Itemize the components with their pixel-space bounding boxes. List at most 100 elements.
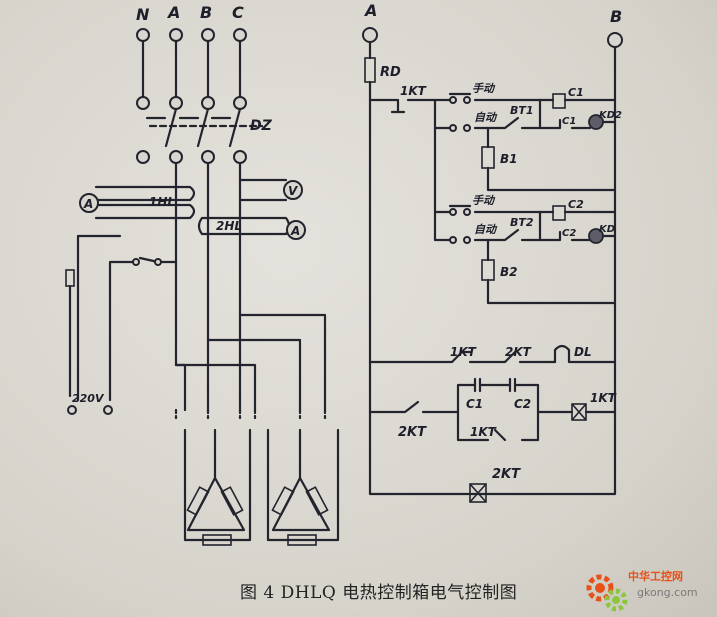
label-bt2: BT2 bbox=[510, 216, 534, 229]
voltmeter bbox=[283, 180, 303, 200]
hl2-bus-loop bbox=[197, 216, 291, 236]
switch-contact-a bbox=[132, 258, 140, 266]
label-b1: B1 bbox=[500, 152, 518, 166]
ammeter-2-label: A bbox=[290, 224, 300, 238]
label-2hl: 2HL bbox=[216, 219, 242, 233]
label-1hl: 1HL bbox=[149, 195, 175, 209]
kt1-coil-cross bbox=[571, 403, 587, 421]
label-a: A bbox=[166, 3, 180, 22]
label-rd: RD bbox=[380, 65, 401, 80]
control-rails bbox=[368, 40, 617, 496]
breaker-b-top bbox=[201, 96, 215, 110]
phase-feed-lines bbox=[174, 161, 242, 367]
switch-contact-b bbox=[154, 258, 162, 266]
terminal-ctrl-a bbox=[362, 27, 378, 43]
timer-row-wire bbox=[368, 350, 617, 364]
label-kt1-coil: 1KT bbox=[590, 391, 617, 405]
heater-1-element-b bbox=[220, 486, 244, 516]
label-c2-coil: C2 bbox=[568, 198, 584, 211]
voltmeter-leads bbox=[238, 178, 288, 202]
auto1-contact-a bbox=[449, 124, 457, 132]
breaker-n-bottom bbox=[136, 150, 150, 164]
label-auto2: 自动 bbox=[474, 223, 498, 236]
manual1-contact-b bbox=[463, 96, 471, 104]
heater-2-element-c bbox=[287, 534, 317, 546]
terminal-220v-1 bbox=[67, 405, 77, 415]
heater-1-element-a bbox=[186, 486, 210, 516]
c2-contact bbox=[538, 230, 592, 242]
figure-caption: 图 4 DHLQ 电热控制箱电气控制图 bbox=[240, 583, 518, 603]
terminal-b-top bbox=[201, 28, 215, 42]
terminal-break bbox=[174, 408, 327, 420]
c2-coil bbox=[552, 205, 566, 221]
ammeter-1 bbox=[79, 193, 99, 213]
label-kd: KD bbox=[599, 224, 615, 235]
manual2-contact-a bbox=[449, 208, 457, 216]
heater-1-connections bbox=[183, 428, 252, 542]
ammeter-2 bbox=[286, 220, 306, 240]
label-manual2: 手动 bbox=[472, 194, 496, 207]
auto1-contact-b bbox=[463, 124, 471, 132]
terminal-ctrl-b bbox=[607, 32, 623, 48]
dl-bell bbox=[553, 344, 571, 364]
label-row-2kt: 2KT bbox=[505, 345, 532, 359]
manual2-contact-b bbox=[463, 208, 471, 216]
heater-feed-2 bbox=[174, 313, 327, 412]
switch-220v bbox=[108, 256, 178, 402]
group2-branch bbox=[433, 126, 542, 242]
incoming-lines bbox=[141, 39, 242, 98]
terminal-n-top bbox=[136, 28, 150, 42]
heater-1-element-c bbox=[202, 534, 232, 546]
c1-contact bbox=[538, 118, 592, 130]
label-c: C bbox=[232, 3, 244, 22]
label-b: B bbox=[200, 3, 212, 22]
b2-coil bbox=[481, 259, 495, 281]
voltmeter-label: V bbox=[288, 184, 299, 198]
label-c1-contact: C1 bbox=[562, 116, 576, 127]
kt1-contact bbox=[368, 98, 437, 114]
terminal-220v-2 bbox=[103, 405, 113, 415]
label-c2b: C2 bbox=[514, 397, 531, 411]
label-c2-contact: C2 bbox=[562, 228, 576, 239]
label-auto1: 自动 bbox=[474, 111, 498, 124]
label-row-1kt: 1KT bbox=[450, 345, 477, 359]
kt2-coil bbox=[469, 483, 487, 503]
kt2-coil-cross bbox=[469, 483, 487, 503]
branch-220v-left bbox=[76, 234, 122, 402]
terminal-c-top bbox=[233, 28, 247, 42]
watermark-title: 中华工控网 bbox=[628, 570, 683, 583]
b1-coil bbox=[481, 146, 495, 169]
ammeter-1-label: A bbox=[83, 197, 93, 211]
label-1kt: 1KT bbox=[400, 84, 427, 98]
breaker-b-bottom bbox=[201, 150, 215, 164]
breaker-a-bottom bbox=[169, 150, 183, 164]
fuse-220v bbox=[65, 269, 75, 287]
breaker-c-bottom bbox=[233, 150, 247, 164]
watermark: 中华工控网 gkong.com bbox=[582, 566, 717, 617]
power-circuit: N A B C DZ A 1HL V bbox=[65, 3, 340, 546]
label-bt1: BT1 bbox=[510, 104, 534, 117]
heater-1-delta bbox=[186, 476, 246, 532]
label-dl: DL bbox=[574, 345, 592, 359]
label-c1-coil: C1 bbox=[568, 86, 584, 99]
heater-2-connections bbox=[266, 428, 340, 542]
b2-wire bbox=[486, 238, 617, 305]
label-220v: 220V bbox=[72, 392, 105, 405]
label-c1b: C1 bbox=[466, 397, 483, 411]
contactor-logic bbox=[368, 377, 540, 442]
label-dz: DZ bbox=[250, 118, 273, 134]
group1-branch bbox=[433, 98, 542, 130]
control-circuit: A B RD 1KT 手动 自动 BT1 C1 C1 KD2 B1 bbox=[362, 1, 623, 503]
breaker-blades bbox=[164, 107, 242, 148]
label-1kt-contact: 1KT bbox=[470, 425, 497, 439]
heater-feed-1 bbox=[174, 313, 242, 412]
label-ctrl-b: B bbox=[610, 7, 622, 26]
label-kd2: KD2 bbox=[599, 110, 622, 121]
manual1-contact-a bbox=[449, 96, 457, 104]
gear-logo-icon bbox=[586, 574, 628, 612]
label-ctrl-a: A bbox=[363, 1, 377, 20]
c1-coil bbox=[552, 93, 566, 109]
heater-2-delta bbox=[271, 476, 331, 532]
heater-2-element-a bbox=[271, 486, 295, 516]
